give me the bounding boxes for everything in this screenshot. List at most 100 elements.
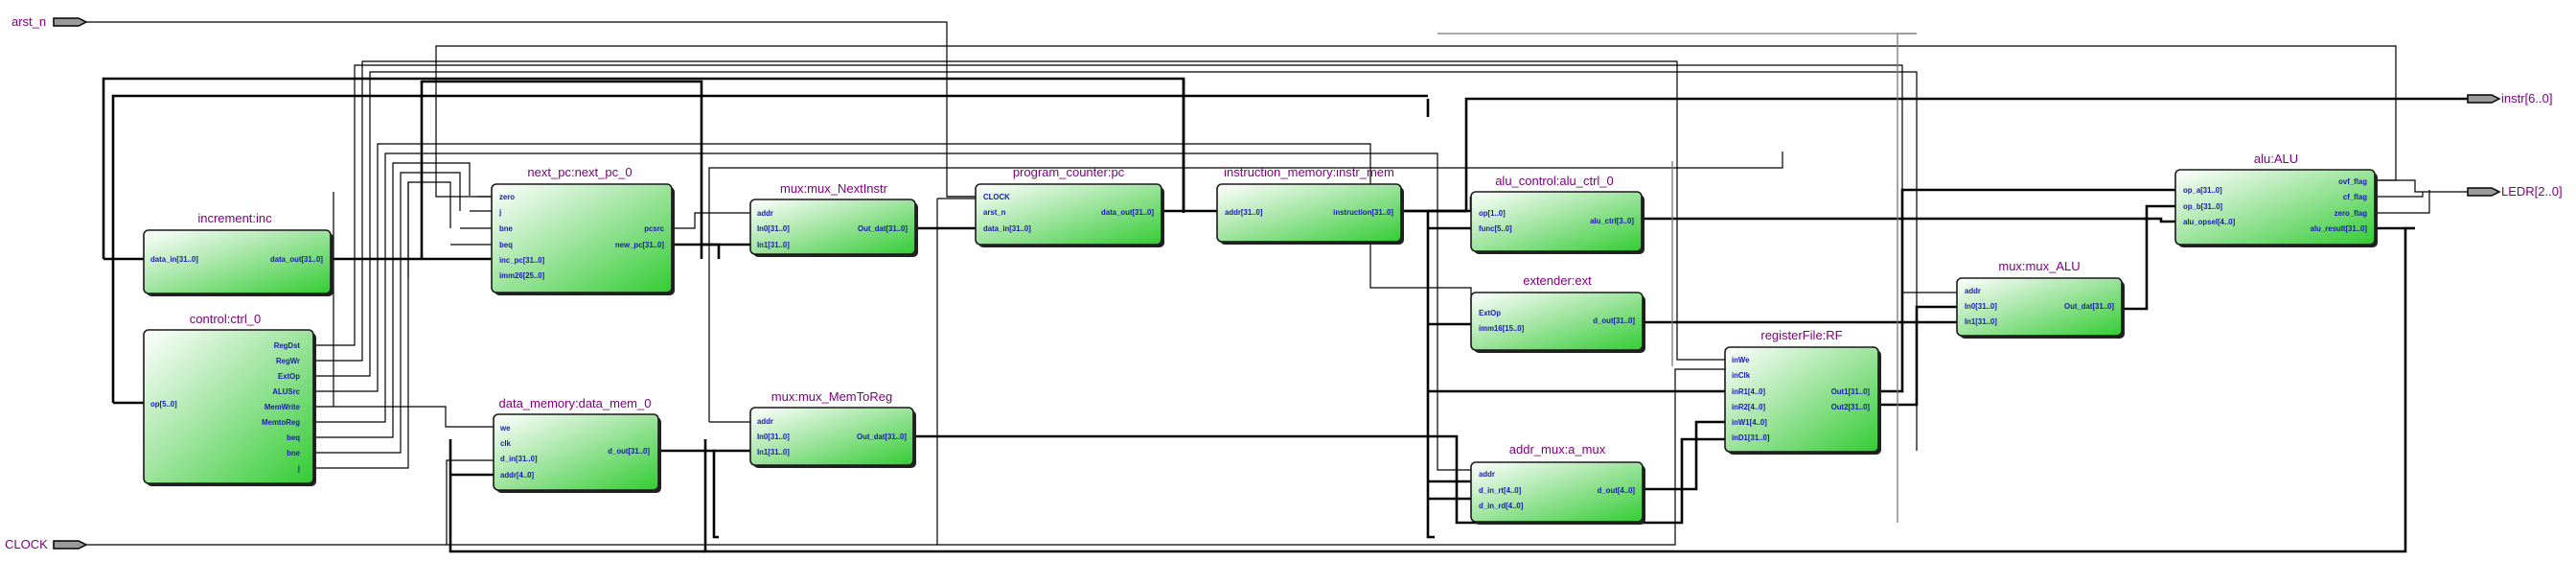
port-in: inc_pc[31..0] bbox=[499, 256, 545, 265]
instr-label: instr[6..0] bbox=[2501, 91, 2552, 105]
port-in: data_in[31..0] bbox=[983, 224, 1031, 233]
instr-pin[interactable]: instr[6..0] bbox=[2467, 91, 2552, 105]
ledr-pin[interactable]: LEDR[2..0] bbox=[2467, 184, 2563, 199]
port-out: ExtOp bbox=[278, 372, 300, 381]
block-title: next_pc:next_pc_0 bbox=[527, 165, 632, 179]
block-title: data_memory:data_mem_0 bbox=[499, 396, 652, 410]
block-control[interactable]: control:ctrl_0 op[5..0] RegDst RegWr Ext… bbox=[143, 312, 316, 486]
port-out: data_out[31..0] bbox=[1101, 208, 1154, 217]
port-in: alu_opsel[4..0] bbox=[2183, 218, 2236, 226]
port-in: bne bbox=[499, 224, 514, 233]
arst-n-pin[interactable]: arst_n bbox=[12, 14, 88, 29]
port-in: imm26[25..0] bbox=[499, 271, 545, 280]
port-in: beq bbox=[499, 241, 513, 249]
port-in: we bbox=[499, 424, 511, 433]
block-title: program_counter:pc bbox=[1013, 165, 1125, 179]
block-title: instruction_memory:instr_mem bbox=[1224, 165, 1394, 179]
port-in: inClk bbox=[1732, 371, 1751, 380]
port-in: addr bbox=[1965, 287, 1981, 295]
port-out: instruction[31..0] bbox=[1333, 208, 1393, 217]
port-out: cf_flag bbox=[2343, 193, 2367, 201]
port-in: inD1[31..0] bbox=[1732, 433, 1770, 442]
block-title: registerFile:RF bbox=[1760, 328, 1842, 342]
block-register-file[interactable]: registerFile:RF inWe inClk inR1[4..0] in… bbox=[1724, 328, 1881, 455]
arst-n-label: arst_n bbox=[12, 14, 46, 29]
port-in: func[5..0] bbox=[1479, 224, 1512, 233]
port-in: op_b[31..0] bbox=[2183, 202, 2223, 211]
port-in: d_in[31..0] bbox=[500, 455, 538, 463]
block-alu[interactable]: alu:ALU op_a[31..0] op_b[31..0] alu_opse… bbox=[2174, 152, 2378, 247]
port-out: MemtoReg bbox=[262, 418, 300, 427]
block-title: mux:mux_NextInstr bbox=[780, 181, 888, 196]
port-out: ovf_flag bbox=[2338, 177, 2367, 186]
port-in: clk bbox=[500, 439, 512, 448]
block-mux-alu[interactable]: mux:mux_ALU addr In0[31..0] In1[31..0] O… bbox=[1956, 259, 2125, 339]
port-out: RegWr bbox=[276, 357, 300, 365]
port-out: d_out[31..0] bbox=[1593, 316, 1635, 325]
block-data-memory[interactable]: data_memory:data_mem_0 we clk d_in[31..0… bbox=[493, 396, 661, 493]
block-program-counter[interactable]: program_counter:pc CLOCK arst_n data_in[… bbox=[975, 165, 1164, 247]
port-in: op[5..0] bbox=[150, 400, 177, 409]
clock-pin[interactable]: CLOCK bbox=[5, 537, 88, 551]
block-extender[interactable]: extender:ext ExtOp imm16[15..0] d_out[31… bbox=[1470, 273, 1645, 353]
port-in: In0[31..0] bbox=[757, 433, 790, 441]
port-in: In1[31..0] bbox=[757, 241, 790, 249]
port-out: alu_result[31..0] bbox=[2311, 224, 2368, 233]
block-title: alu_control:alu_ctrl_0 bbox=[1495, 174, 1614, 188]
block-title: extender:ext bbox=[1523, 273, 1592, 288]
block-alu-control[interactable]: alu_control:alu_ctrl_0 op[1..0] func[5..… bbox=[1470, 174, 1644, 254]
port-out: alu_ctrl[3..0] bbox=[1590, 217, 1634, 225]
port-in: d_in_rt[4..0] bbox=[1479, 486, 1522, 495]
port-out: d_out[31..0] bbox=[608, 447, 650, 456]
port-in: In0[31..0] bbox=[1965, 302, 1997, 311]
block-addr-mux[interactable]: addr_mux:a_mux addr d_in_rt[4..0] d_in_r… bbox=[1470, 442, 1645, 525]
port-in: arst_n bbox=[983, 208, 1006, 217]
port-in: In1[31..0] bbox=[757, 448, 790, 457]
port-in: data_in[31..0] bbox=[150, 255, 198, 264]
port-out: new_pc[31..0] bbox=[615, 241, 665, 249]
port-in: op_a[31..0] bbox=[2183, 186, 2222, 195]
port-out: d_out[4..0] bbox=[1598, 486, 1636, 495]
port-in: addr[4..0] bbox=[500, 471, 534, 480]
port-in: inR1[4..0] bbox=[1732, 387, 1765, 396]
port-out: Out_dat[31..0] bbox=[858, 224, 908, 233]
port-in: j bbox=[498, 208, 501, 217]
port-in: CLOCK bbox=[983, 193, 1010, 201]
port-out: data_out[31..0] bbox=[270, 255, 323, 264]
port-in: addr bbox=[757, 417, 773, 426]
port-out: Out_dat[31..0] bbox=[857, 433, 907, 441]
block-instruction-memory[interactable]: instruction_memory:instr_mem addr[31..0]… bbox=[1216, 165, 1404, 245]
port-in: inW1[4..0] bbox=[1732, 418, 1767, 427]
port-out: zero_flag bbox=[2334, 209, 2367, 218]
port-out: RegDst bbox=[274, 341, 301, 350]
port-in: In1[31..0] bbox=[1965, 317, 1997, 326]
port-in: inR2[4..0] bbox=[1732, 403, 1765, 411]
port-in: op[1..0] bbox=[1479, 209, 1506, 218]
blocks: increment:inc data_in[31..0] data_out[31… bbox=[143, 152, 2378, 525]
port-out: pcsrc bbox=[644, 224, 664, 233]
block-title: control:ctrl_0 bbox=[190, 312, 261, 326]
port-in: d_in_rd[4..0] bbox=[1479, 502, 1524, 510]
block-title: increment:inc bbox=[197, 211, 272, 225]
block-title: mux:mux_MemToReg bbox=[771, 389, 892, 404]
ledr-label: LEDR[2..0] bbox=[2501, 184, 2563, 199]
port-in: zero bbox=[499, 193, 515, 201]
port-in: addr bbox=[757, 209, 773, 218]
port-in: ExtOp bbox=[1479, 309, 1501, 317]
port-out: MemWrite bbox=[264, 403, 301, 411]
block-mux-next-instr[interactable]: mux:mux_NextInstr addr In0[31..0] In1[31… bbox=[749, 181, 918, 257]
port-in: In0[31..0] bbox=[757, 224, 790, 233]
port-out: ALUSrc bbox=[272, 387, 300, 396]
port-in: inWe bbox=[1732, 356, 1750, 364]
clock-label: CLOCK bbox=[5, 537, 48, 551]
block-title: mux:mux_ALU bbox=[1998, 259, 2080, 273]
block-increment[interactable]: increment:inc data_in[31..0] data_out[31… bbox=[143, 211, 334, 296]
block-mux-mem-to-reg[interactable]: mux:mux_MemToReg addr In0[31..0] In1[31.… bbox=[749, 389, 916, 468]
port-in: addr bbox=[1479, 470, 1495, 479]
port-in: addr[31..0] bbox=[1225, 208, 1263, 217]
port-out: Out1[31..0] bbox=[1831, 387, 1871, 396]
block-next-pc[interactable]: next_pc:next_pc_0 zero j bne beq inc_pc[… bbox=[491, 165, 675, 295]
io-pins: arst_n CLOCK instr[6..0] LEDR[2..0] bbox=[5, 14, 2563, 551]
port-out: bne bbox=[287, 449, 301, 457]
